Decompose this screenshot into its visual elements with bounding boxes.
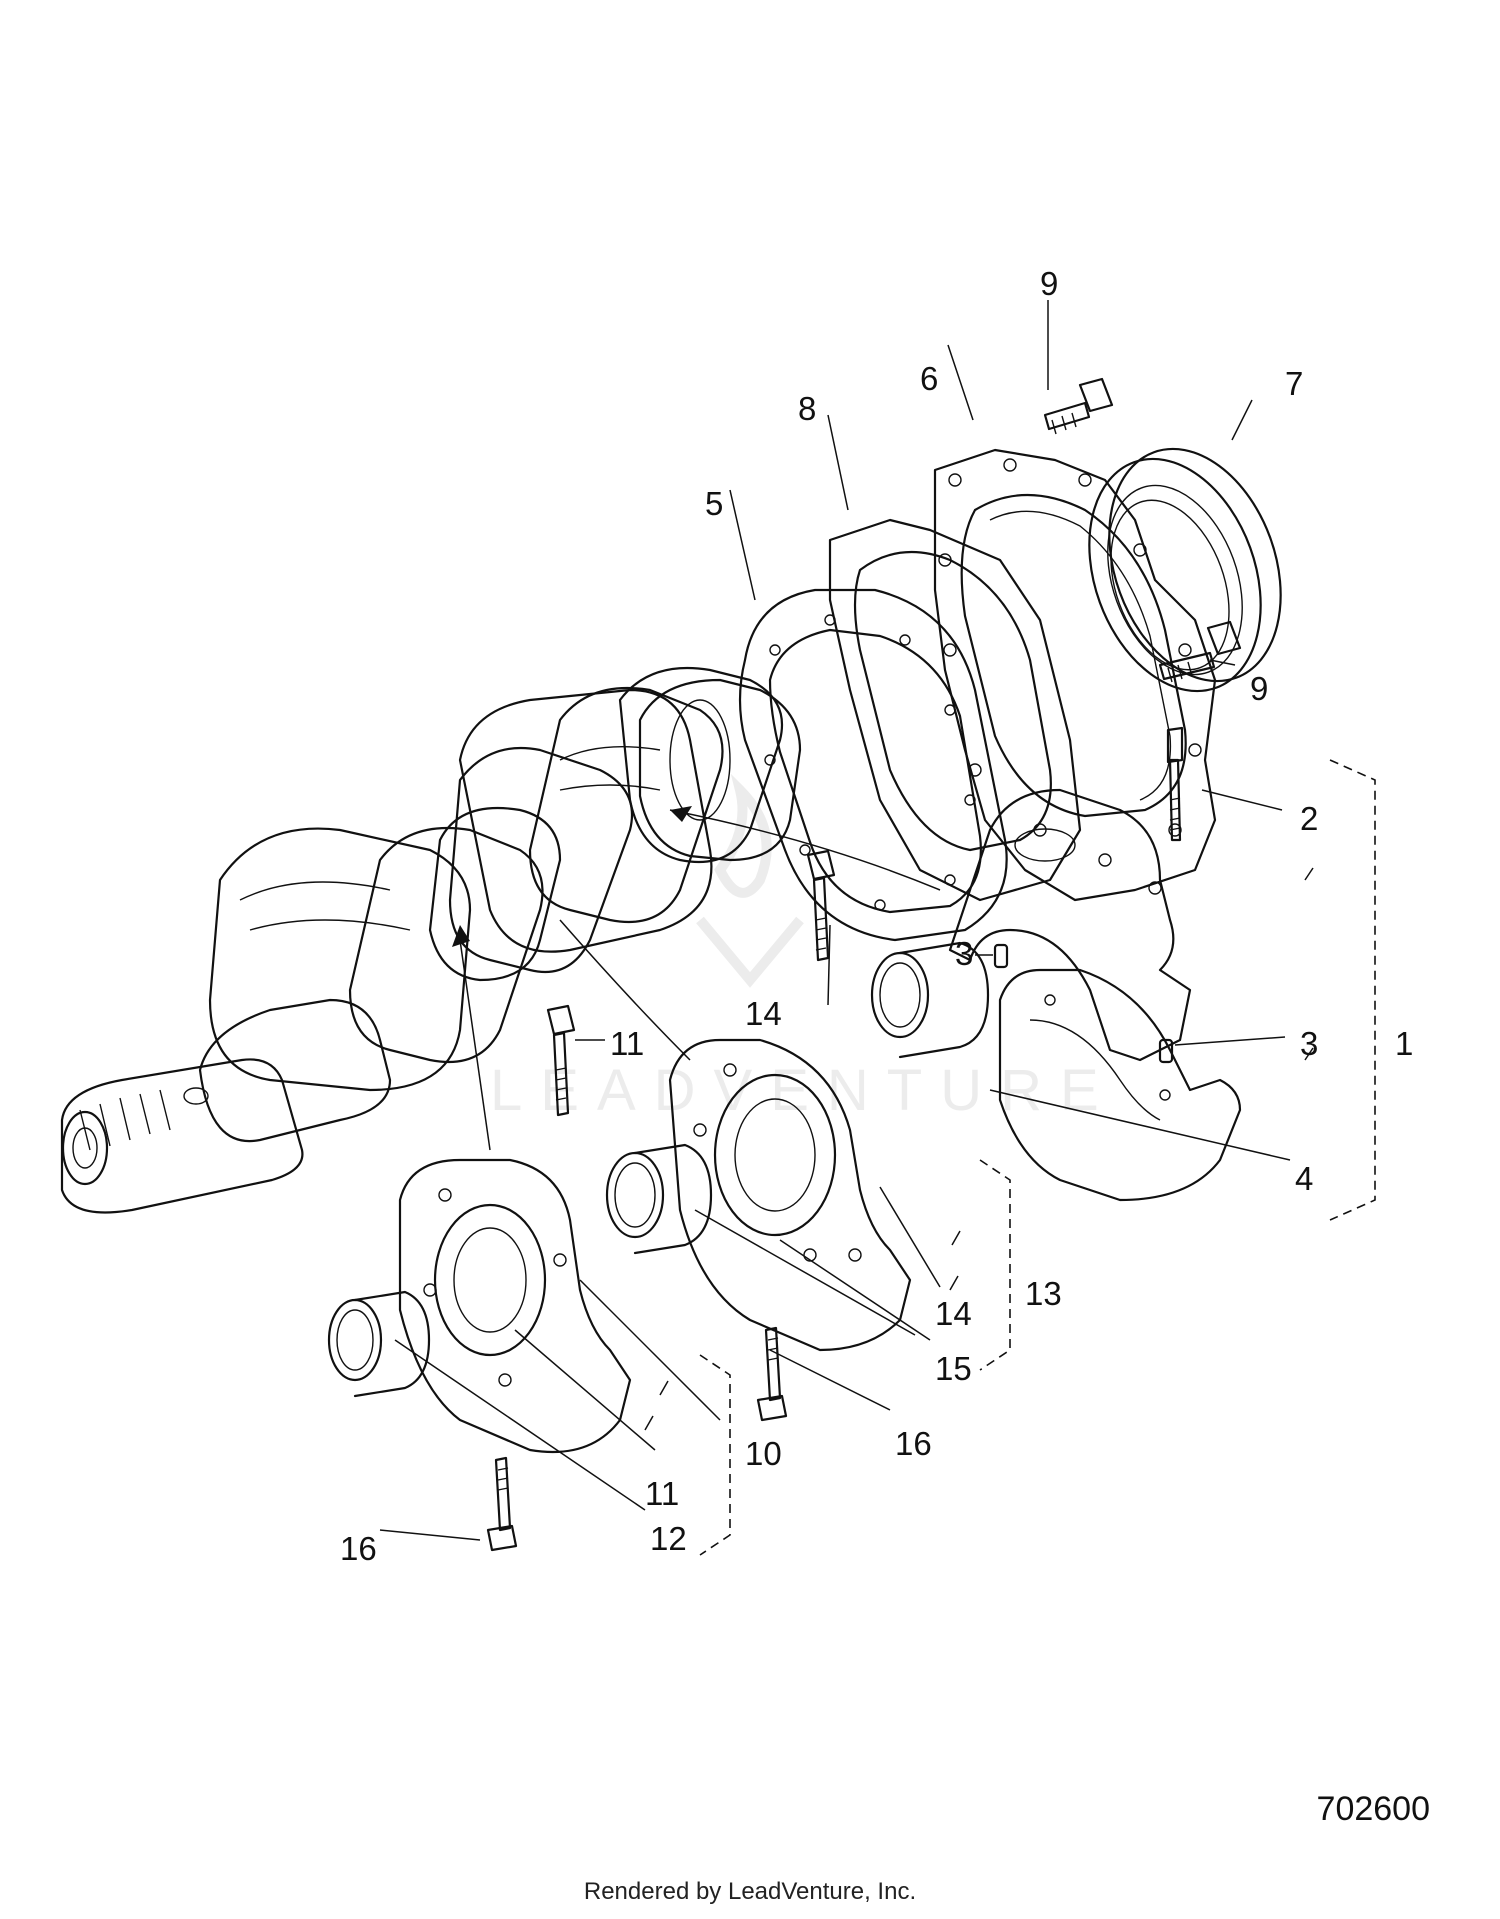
leader-lines <box>379 300 1314 1541</box>
assembly-arrow-main <box>669 809 941 891</box>
callout-7: 7 <box>1285 365 1303 402</box>
bearing-bushing-rear <box>327 1290 431 1398</box>
main-bearing-housing-upper <box>948 788 1192 1062</box>
callout-14-lower: 14 <box>935 1295 972 1332</box>
callout-14-upper: 14 <box>745 995 782 1032</box>
callout-12: 12 <box>650 1520 687 1557</box>
callout-3-left: 3 <box>955 935 973 972</box>
assembly-arrow-center <box>559 919 691 1061</box>
bearing-bushing-front <box>870 941 990 1059</box>
callout-11-lower: 11 <box>645 1475 679 1512</box>
main-bearing-housing-lower <box>998 968 1242 1202</box>
bearing-bushing-center <box>605 1143 713 1255</box>
bolt-upper <box>1043 377 1114 435</box>
footer-credit: Rendered by LeadVenture, Inc. <box>583 1878 917 1905</box>
watermark-text: LEADVENTURE <box>490 1058 1117 1123</box>
oil-seal <box>1088 447 1282 693</box>
arrow-head-rear <box>452 925 470 947</box>
rear-main-bearing <box>398 1158 632 1454</box>
assembly-arrow-rear <box>459 939 491 1151</box>
document-number: 702600 <box>1316 1790 1430 1828</box>
callout-6: 6 <box>920 360 938 397</box>
bracket-group-1 <box>1329 759 1376 1221</box>
center-main-bearing <box>668 1038 912 1352</box>
seal-plate-gasket <box>738 588 1008 942</box>
callout-1: 1 <box>1395 1025 1413 1062</box>
center-bearing-bolt-upper <box>806 849 836 962</box>
callout-9-lower: 9 <box>1250 670 1268 707</box>
bracket-group-10 <box>699 1354 731 1556</box>
callout-16-left: 16 <box>340 1530 377 1567</box>
dowel-pin-upper <box>993 943 1009 969</box>
rear-bearing-bolt-upper <box>546 1004 576 1117</box>
callout-16-right: 16 <box>895 1425 932 1462</box>
callout-13: 13 <box>1025 1275 1062 1312</box>
arrow-head-main <box>670 806 692 822</box>
crankshaft <box>60 666 802 1214</box>
callout-2: 2 <box>1300 800 1318 837</box>
bolt-lower <box>1158 620 1242 683</box>
housing-bolt <box>1166 726 1184 842</box>
rear-bearing-bolt-lower <box>486 1456 518 1552</box>
seal-plate <box>933 448 1217 902</box>
center-bearing-bolt-lower <box>756 1326 788 1422</box>
dowel-pin-lower <box>1158 1038 1174 1064</box>
gasket <box>828 518 1082 902</box>
callout-4: 4 <box>1295 1160 1313 1197</box>
callout-9-upper: 9 <box>1040 265 1058 302</box>
callout-10: 10 <box>745 1435 782 1472</box>
callout-3-right: 3 <box>1300 1025 1318 1062</box>
callout-8: 8 <box>798 390 816 427</box>
callout-5: 5 <box>705 485 723 522</box>
callout-11-upper: 11 <box>610 1025 644 1062</box>
bracket-group-13 <box>979 1159 1011 1371</box>
watermark-logo <box>696 773 804 988</box>
callout-15: 15 <box>935 1350 972 1387</box>
